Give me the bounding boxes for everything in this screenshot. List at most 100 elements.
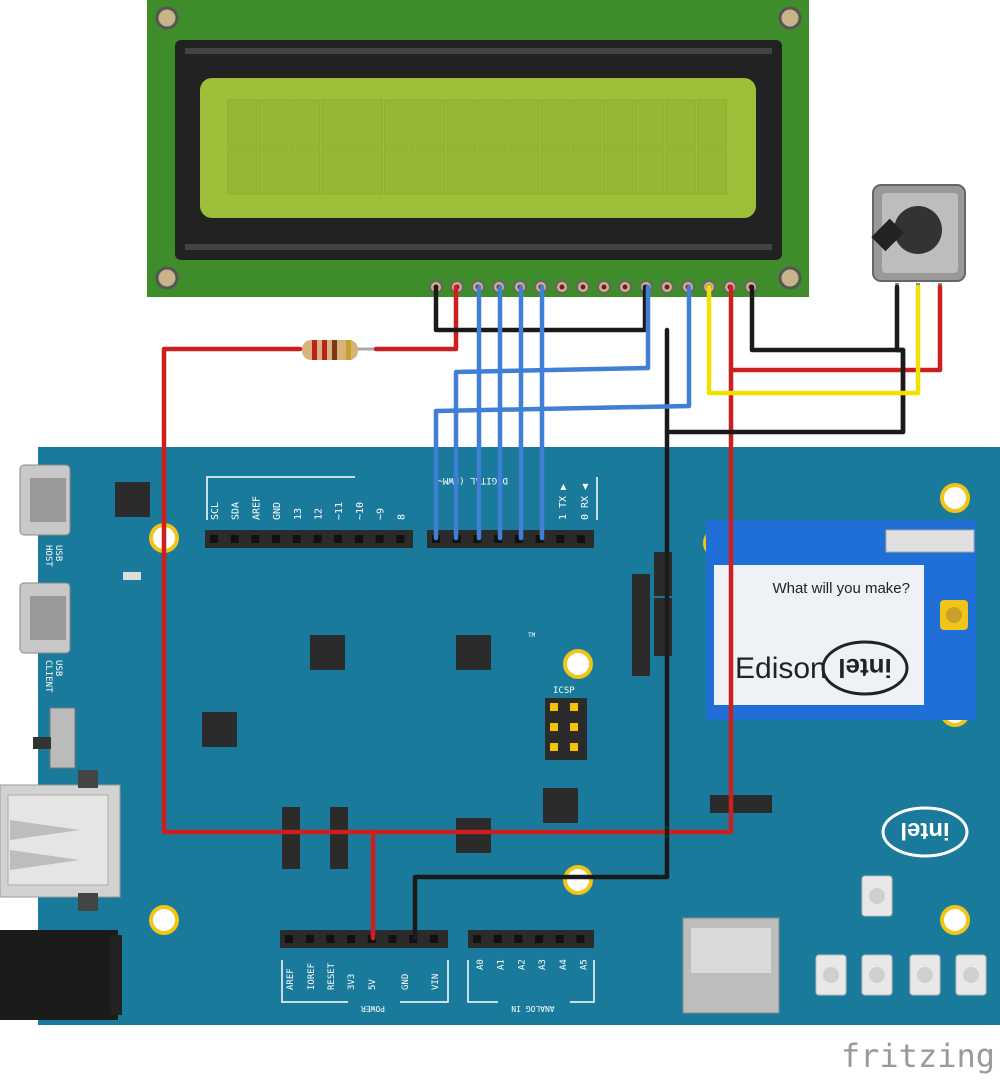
header-pin [514,535,523,543]
digital-header-right [427,530,594,548]
intel-edison-board [0,447,1000,1025]
intel-logo-edison: intel [821,640,909,696]
header-pin [576,935,585,943]
wire-black-pot [894,284,906,435]
lcd-cell [665,147,696,195]
lcd-cell [540,99,571,147]
wire-blue-d2 [453,284,651,541]
fritzing-watermark: fritzing [841,1037,995,1075]
lcd-cell [665,99,696,147]
lcd-cell [477,99,508,147]
edison-module [706,520,976,720]
lcd-cell [290,147,321,195]
usb-host-label-1: USB [53,545,63,561]
edison-slogan: What will you make? [772,580,910,597]
lcd-cell [446,99,477,147]
svg-text:intel: intel [900,817,949,844]
lcd-cell [384,99,414,147]
wire-blue-d1 [433,284,692,541]
power-pin-label: AREF [286,968,296,990]
power-pin-label: VIN [431,974,441,990]
analog-header [468,930,594,948]
digital-pin-label: 12 [314,508,325,520]
header-pin [429,935,438,943]
lcd-cell [634,99,665,147]
digital-pin-label: SDA [231,502,242,520]
header-pin [251,535,260,543]
lcd-cell [227,147,258,195]
analog-pin-label: A0 [476,959,486,970]
wires [161,284,943,941]
analog-pin-label: A4 [559,959,569,970]
svg-text:intel: intel [838,653,891,683]
digital-pin-label: 8 [396,514,407,520]
lcd-cell [697,99,727,147]
header-pin [396,535,405,543]
header-pin [535,535,544,543]
lcd-cell [258,99,289,147]
usb-client-label-2: CLIENT [43,660,53,693]
lcd-cell [571,147,602,195]
lcd-cell [415,99,446,147]
wire-yellow-contrast [706,284,921,396]
lcd-cell [446,147,477,195]
usb-client-label-1: USB [53,660,63,676]
pot-knob [894,206,942,254]
wire-black-gnd [412,284,906,941]
power-pin-label: 5V [368,979,378,990]
lcd-cell [290,99,321,147]
lcd-module [147,0,809,297]
header-pin [230,535,239,543]
header-pin [535,935,544,943]
icsp-label: ICSP [553,686,575,696]
header-pin [326,935,335,943]
analog-pin-label: A1 [497,959,507,970]
lcd-cell [509,99,540,147]
analog-pin-label: A3 [538,959,548,970]
sd-card-slot [682,917,780,1014]
power-pin-label: RESET [327,962,337,990]
lcd-cell [540,147,571,195]
edison-name: Edison [735,652,827,685]
wire-red-5v [161,346,376,941]
lcd-cell [227,99,258,147]
header-pin [514,935,523,943]
digital-header-title: DIGITAL (PWM~) [432,475,508,485]
digital-pin-label: ~11 [334,502,345,520]
lcd-cell [603,147,634,195]
digital-pin-label: ~9 [376,508,387,520]
header-pin [210,535,218,543]
power-pin-label: IOREF [307,963,317,990]
lcd-cell [697,147,727,195]
lcd-cell [477,147,508,195]
header-pin [305,935,314,943]
digital-pin-label: AREF [251,496,262,520]
usb-host-label-2: HOST [43,545,53,567]
analog-pin-label: A5 [580,959,590,970]
digital-pin-label: SCL [210,502,221,520]
header-pin [555,935,564,943]
lcd-cell [352,147,383,195]
analog-label: ANALOG IN [511,1004,555,1013]
power-pin-label: GND [401,974,411,990]
lcd-cell [634,147,665,195]
wire-red-backlight [373,284,459,352]
header-pin [292,535,301,543]
power-label: POWER [361,1004,385,1013]
lcd-cell [603,99,634,147]
digital-pin-label: 13 [293,508,304,520]
tx-label: 1 TX ▶ [558,484,569,520]
digital-pin-label: GND [272,502,283,520]
lcd-cell [384,147,414,195]
lcd-cell [415,147,446,195]
lcd-cell [571,99,602,147]
header-pin [272,535,281,543]
header-pin [576,535,585,543]
header-pin [354,535,363,543]
header-pin [493,935,502,943]
header-pin [334,535,343,543]
header-pin [347,935,356,943]
dc-jack [0,930,118,1020]
digital-header-left [205,530,413,548]
